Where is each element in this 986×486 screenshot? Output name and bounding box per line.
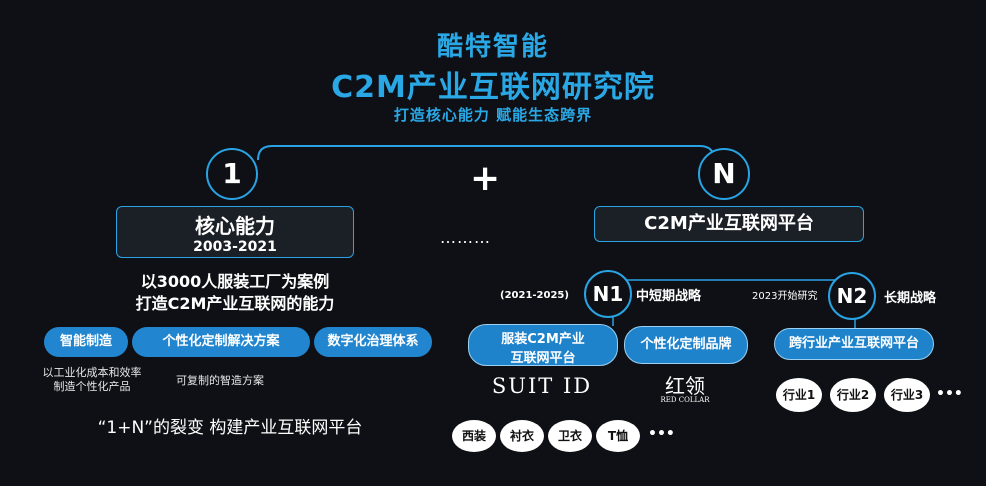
industry-2: 行业2	[830, 378, 876, 412]
ellipsis-middle: ………	[440, 228, 491, 247]
n1-label: 中短期战略	[636, 289, 702, 304]
note-manufacturing-2: 制造个性化产品	[53, 380, 131, 393]
brand-suit-id: SUIT ID	[491, 374, 593, 398]
circle-n1: N1	[584, 270, 632, 318]
industries-more: •••	[936, 386, 963, 402]
brand-red-collar-cn: 红领	[665, 374, 705, 398]
pill-apparel-line2: 互联网平台	[510, 351, 576, 366]
n2-period: 2023开始研究	[752, 291, 818, 302]
products-more: •••	[648, 426, 675, 442]
n1-period: (2021-2025)	[500, 290, 569, 301]
product-suit: 西装	[452, 420, 496, 452]
core-desc-line2: 打造C2M产业互联网的能力	[135, 294, 335, 313]
circle-n: N	[698, 148, 750, 200]
pill-custom-brand: 个性化定制品牌	[624, 326, 748, 364]
title-company: 酷特智能	[436, 32, 549, 62]
core-desc-line1: 以3000人服装工厂为案例	[140, 272, 330, 291]
pill-cross-industry: 跨行业产业互联网平台	[774, 328, 934, 360]
title-institute: C2M产业互联网研究院	[331, 70, 655, 105]
note-manufacturing-1: 以工业化成本和效率	[42, 366, 142, 379]
brand-red-collar-en: RED COLLAR	[660, 396, 710, 404]
circle-1: 1	[206, 148, 258, 200]
pill-digital-governance: 数字化治理体系	[314, 327, 432, 357]
tagline: “1+N”的裂变 构建产业互联网平台	[97, 418, 363, 438]
core-ability-box: 核心能力 2003-2021	[116, 206, 354, 258]
plus-sign: +	[470, 158, 501, 199]
pill-customization-solution: 个性化定制解决方案	[132, 327, 310, 357]
pill-apparel-line1: 服装C2M产业	[501, 332, 585, 347]
product-shirt: 衬衣	[500, 420, 544, 452]
note-solution: 可复制的智造方案	[176, 374, 264, 387]
product-tshirt: T恤	[596, 420, 640, 452]
industry-3: 行业3	[884, 378, 930, 412]
platform-box: C2M产业互联网平台	[594, 206, 864, 242]
core-ability-years: 2003-2021	[193, 239, 277, 255]
n2-label: 长期战略	[884, 291, 937, 306]
industry-1: 行业1	[776, 378, 822, 412]
pill-apparel-platform: 服装C2M产业 互联网平台	[468, 324, 618, 366]
pill-smart-manufacturing: 智能制造	[44, 327, 128, 357]
product-hoodie: 卫衣	[548, 420, 592, 452]
circle-n2: N2	[828, 272, 876, 320]
subtitle: 打造核心能力 赋能生态跨界	[393, 106, 593, 124]
core-ability-title: 核心能力	[195, 214, 275, 238]
